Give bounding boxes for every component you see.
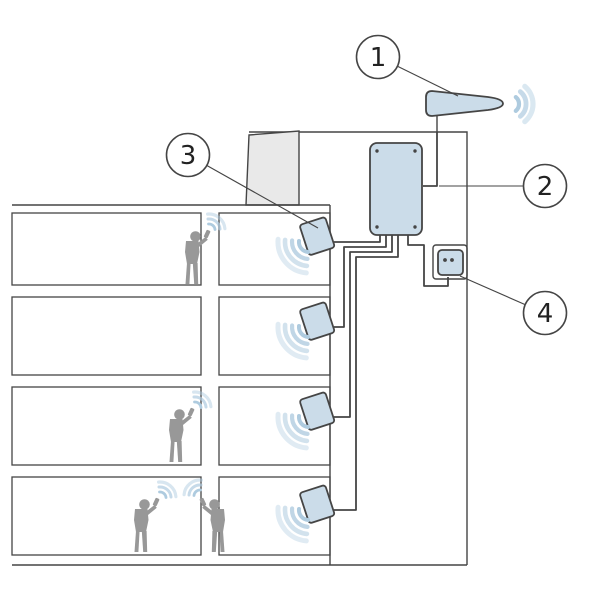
outlet-pin-hole <box>450 258 454 262</box>
room-floor3-left <box>11 386 202 466</box>
cable-run-floor2 <box>334 235 387 328</box>
power-cord <box>407 235 449 287</box>
room-floor4-left <box>11 476 202 556</box>
callout-3: 3 <box>165 132 319 229</box>
cable-runs <box>334 235 399 511</box>
outdoor-antenna-assembly <box>423 86 533 187</box>
screw-icon <box>375 149 379 153</box>
room-floor3-right <box>218 386 331 466</box>
person-silhouette <box>185 229 211 284</box>
power-outlet-assembly <box>407 235 468 287</box>
room-floor1-left <box>11 212 202 286</box>
outlet-wall-plate <box>432 244 468 280</box>
callout-number: 3 <box>180 141 197 171</box>
screw-icon <box>413 149 417 153</box>
roof-and-right-wall <box>249 131 468 565</box>
callout-leader-line <box>396 65 459 97</box>
indoor-signal-waves-floor2 <box>278 324 308 358</box>
room-floor2-left <box>11 296 202 376</box>
cable-run-floor3 <box>334 235 393 418</box>
callout-number: 2 <box>537 172 554 202</box>
outdoor-signal-waves <box>516 86 533 121</box>
indoor-signal-waves-floor3 <box>278 414 308 448</box>
phone-signal-waves <box>192 390 213 410</box>
callout-number: 1 <box>370 43 387 73</box>
cable-run-floor1 <box>334 235 381 243</box>
indoor-signal-waves-floor1 <box>278 239 308 273</box>
outdoor-donor-antenna-icon <box>425 90 504 117</box>
callout-number: 4 <box>537 299 554 329</box>
outlet-pin-hole <box>443 258 447 262</box>
person-silhouette <box>169 407 195 462</box>
callout-leader-line <box>459 275 527 306</box>
callout-circle <box>522 163 568 209</box>
callout-1: 1 <box>355 34 459 97</box>
people <box>134 212 227 552</box>
roof-structure <box>245 130 300 206</box>
building-structure <box>11 130 468 566</box>
phone-signal-waves <box>206 212 227 232</box>
booster-box <box>369 142 423 236</box>
phone-signal-waves <box>157 480 178 500</box>
signal-booster-unit <box>369 142 423 236</box>
person-silhouette <box>199 497 225 552</box>
cable-run-floor4 <box>334 235 399 511</box>
power-outlet-icon <box>437 249 464 276</box>
screw-icon <box>375 225 379 229</box>
indoor-antennas <box>278 215 336 541</box>
callout-circle <box>522 290 568 336</box>
callout-4: 4 <box>459 275 568 336</box>
callout-leader-line <box>205 164 319 229</box>
person-silhouette <box>134 497 160 552</box>
phone-signal-waves <box>182 478 203 498</box>
indoor-signal-waves-floor4 <box>278 507 308 541</box>
callout-circle <box>165 132 211 178</box>
callout-2: 2 <box>439 163 568 209</box>
antenna-feed-cable <box>423 132 438 187</box>
room-floor2-right <box>218 296 331 376</box>
screw-icon <box>413 225 417 229</box>
callout-circle <box>355 34 401 80</box>
